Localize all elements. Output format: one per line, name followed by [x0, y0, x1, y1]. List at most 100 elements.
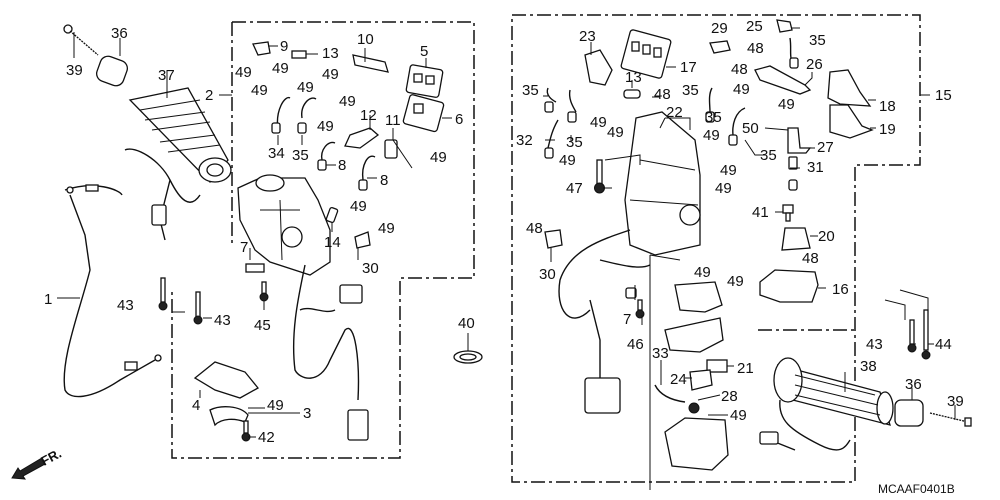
bolt-43b[interactable]: [193, 291, 203, 325]
part-27[interactable]: [787, 127, 812, 154]
part-25[interactable]: [776, 19, 793, 33]
callout-20[interactable]: 20: [818, 228, 835, 245]
callout-47[interactable]: 47: [566, 180, 583, 197]
callout-49[interactable]: 49: [730, 407, 747, 424]
part-16[interactable]: [759, 269, 819, 303]
callout-31[interactable]: 31: [807, 159, 824, 176]
connector-left-grip[interactable]: [151, 204, 167, 226]
callout-49[interactable]: 49: [322, 66, 339, 83]
callout-30[interactable]: 30: [362, 260, 379, 277]
callout-37[interactable]: 37: [158, 67, 175, 84]
callout-49[interactable]: 49: [251, 82, 268, 99]
callout-17[interactable]: 17: [680, 59, 697, 76]
weight-36-left[interactable]: [94, 54, 129, 88]
callout-49[interactable]: 49: [590, 114, 607, 131]
wire-35-top[interactable]: [789, 37, 799, 69]
wire-35-d[interactable]: [728, 107, 746, 146]
callout-49[interactable]: 49: [339, 93, 356, 110]
callout-8[interactable]: 8: [380, 172, 388, 189]
callout-4[interactable]: 4: [192, 397, 200, 414]
screw-39-left[interactable]: [63, 24, 99, 56]
callout-49[interactable]: 49: [715, 180, 732, 197]
callout-1[interactable]: 1: [44, 291, 52, 308]
callout-23[interactable]: 23: [579, 28, 596, 45]
right-grip-assembly[interactable]: [759, 357, 972, 451]
part-13-right[interactable]: [623, 89, 641, 99]
part-7-right[interactable]: [625, 287, 637, 299]
callout-49[interactable]: 49: [317, 118, 334, 135]
callout-22[interactable]: 22: [666, 104, 683, 121]
callout-44[interactable]: 44: [935, 336, 952, 353]
part-11[interactable]: [384, 139, 398, 159]
cover-upper-16[interactable]: [674, 281, 723, 313]
part-14[interactable]: [325, 206, 339, 224]
wire-35-left[interactable]: [297, 97, 317, 134]
callout-35[interactable]: 35: [522, 82, 539, 99]
clamp-3[interactable]: [209, 406, 249, 427]
callout-49[interactable]: 49: [559, 152, 576, 169]
band-40[interactable]: [453, 350, 483, 364]
bracket-4[interactable]: [193, 361, 259, 399]
part-17[interactable]: [620, 29, 672, 79]
wire-35-c[interactable]: [705, 87, 715, 123]
callout-43[interactable]: 43: [866, 336, 883, 353]
bolt-41[interactable]: [782, 204, 794, 222]
wire-35-b[interactable]: [567, 89, 577, 123]
callout-48[interactable]: 48: [526, 220, 543, 237]
wire-8b[interactable]: [358, 155, 376, 191]
callout-38[interactable]: 38: [860, 358, 877, 375]
callout-45[interactable]: 45: [254, 317, 271, 334]
left-switch-housing[interactable]: [237, 174, 331, 276]
left-grip-assembly[interactable]: [63, 24, 232, 241]
callout-27[interactable]: 27: [817, 139, 834, 156]
part-13-left[interactable]: [291, 50, 307, 59]
callout-30[interactable]: 30: [539, 266, 556, 283]
callout-40[interactable]: 40: [458, 315, 475, 332]
part-5[interactable]: [405, 64, 444, 98]
bolt-43c[interactable]: [907, 319, 917, 353]
callout-35[interactable]: 35: [760, 147, 777, 164]
callout-35[interactable]: 35: [292, 147, 309, 164]
callout-2[interactable]: 2: [205, 87, 213, 104]
part-30-left[interactable]: [354, 231, 371, 249]
callout-34[interactable]: 34: [268, 145, 285, 162]
wire-33[interactable]: [654, 384, 686, 403]
callout-49[interactable]: 49: [727, 273, 744, 290]
callout-8[interactable]: 8: [338, 157, 346, 174]
callout-46[interactable]: 46: [627, 336, 644, 353]
callout-35[interactable]: 35: [682, 82, 699, 99]
callout-9[interactable]: 9: [280, 38, 288, 55]
callout-33[interactable]: 33: [652, 345, 669, 362]
bolt-44[interactable]: [921, 309, 931, 360]
cover-lower[interactable]: [664, 317, 724, 353]
callout-29[interactable]: 29: [711, 20, 728, 37]
part-12[interactable]: [344, 127, 380, 149]
callout-36[interactable]: 36: [111, 25, 128, 42]
callout-28[interactable]: 28: [721, 388, 738, 405]
callout-39[interactable]: 39: [947, 393, 964, 410]
part-29[interactable]: [709, 40, 731, 54]
callout-49[interactable]: 49: [694, 264, 711, 281]
callout-49[interactable]: 49: [733, 81, 750, 98]
right-switch-housing[interactable]: [624, 111, 701, 256]
throttle-cable-1[interactable]: [63, 184, 162, 398]
callout-49[interactable]: 49: [235, 64, 252, 81]
callout-43[interactable]: 43: [117, 297, 134, 314]
callout-25[interactable]: 25: [746, 18, 763, 35]
callout-12[interactable]: 12: [360, 107, 377, 124]
callout-15[interactable]: 15: [935, 87, 952, 104]
callout-49[interactable]: 49: [720, 162, 737, 179]
callout-10[interactable]: 10: [357, 31, 374, 48]
wire-34[interactable]: [271, 97, 291, 134]
callout-49[interactable]: 49: [272, 60, 289, 77]
callout-48[interactable]: 48: [731, 61, 748, 78]
callout-39[interactable]: 39: [66, 62, 83, 79]
callout-13[interactable]: 13: [625, 69, 642, 86]
callout-3[interactable]: 3: [303, 405, 311, 422]
part-9[interactable]: [252, 41, 271, 56]
part-23[interactable]: [584, 49, 613, 86]
callout-48[interactable]: 48: [747, 40, 764, 57]
callout-49[interactable]: 49: [297, 79, 314, 96]
part-18[interactable]: [827, 69, 872, 107]
callout-49[interactable]: 49: [607, 124, 624, 141]
